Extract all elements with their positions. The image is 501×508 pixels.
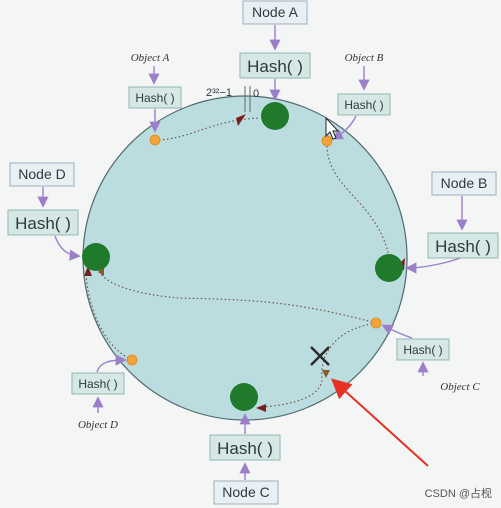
object-b-hash: Hash( ) [344,98,383,112]
hash-ring [82,95,408,421]
node-a-group: Node A Hash( ) [239,0,311,101]
ring-max-label: 2³²−1 [206,87,232,99]
removed-x-icon [310,346,330,366]
object-b-group: Object B Hash( ) [331,52,391,140]
path-object-a-to-node-a [154,117,261,141]
mouse-cursor-icon [325,116,340,140]
node-b-dot [375,254,403,282]
object-c-dot [370,317,382,329]
node-d-label: Node D [18,166,65,182]
node-a-label: Node A [252,4,299,20]
node-a-dot [261,102,289,130]
object-c-label: Object C [440,381,480,393]
path-object-c-to-node-d [95,264,377,324]
pointer-arrow [331,378,429,467]
node-c-dot [230,383,258,411]
object-c-hash: Hash( ) [403,343,442,357]
object-a-dot [149,134,161,146]
object-b-dot [321,135,333,147]
object-b-label: Object B [345,52,384,64]
watermark: CSDN @占枧 [425,486,492,500]
object-a-label: Object A [131,52,170,64]
object-c-group: Hash( ) Object C [381,324,480,393]
object-d-label: Object D [78,419,118,431]
node-d-hash: Hash( ) [15,214,71,233]
object-a-group: Object A Hash( ) [128,52,182,133]
object-d-hash: Hash( ) [78,377,117,391]
object-d-dot [126,354,138,366]
node-b-label: Node B [441,175,488,191]
path-object-c-to-node-c [261,322,377,408]
ring-zero-label: 0 [253,88,259,100]
node-d-dot [82,243,110,271]
node-c-hash: Hash( ) [217,439,273,458]
node-c-group: Hash( ) Node C [209,413,281,505]
object-a-hash: Hash( ) [135,91,174,105]
node-b-hash: Hash( ) [435,237,491,256]
node-b-group: Node B Hash( ) [405,171,499,274]
node-d-group: Node D Hash( ) [7,162,81,261]
node-a-hash: Hash( ) [247,57,303,76]
node-c-label: Node C [222,484,269,500]
object-d-group: Hash( ) Object D [71,354,127,431]
